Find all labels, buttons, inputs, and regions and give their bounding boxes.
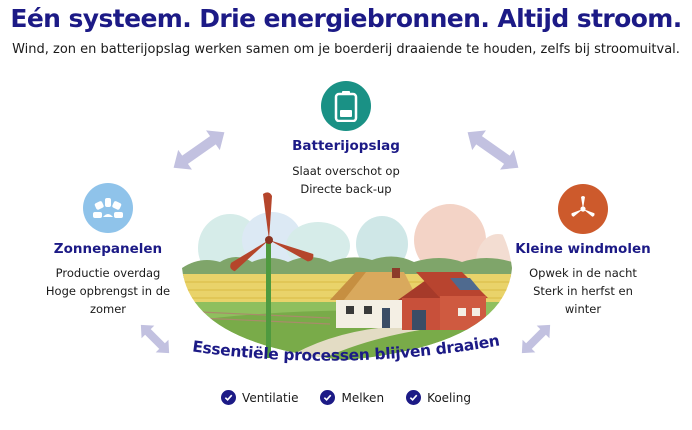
solar-line-1: Productie overdag: [55, 266, 161, 280]
process-item-milking: Melken: [320, 390, 384, 405]
process-label: Koeling: [427, 390, 471, 405]
wind-line-2: Sterk in herfst en: [533, 284, 633, 298]
arrow-solar-center-icon: [140, 324, 170, 354]
checkmark-icon: [406, 390, 422, 405]
solar-line-2: Hoge opbrengst in de: [45, 284, 171, 298]
svg-text:Essentiële processen blijven d: Essentiële processen blijven draaien: [191, 331, 501, 364]
solar-panel-icon: [83, 183, 133, 233]
battery-description: Slaat overschot op Directe back-up: [246, 162, 446, 198]
battery-line-1: Slaat overschot op: [292, 164, 400, 178]
center-banner-text: Essentiële processen blijven draaien: [191, 331, 501, 364]
process-item-cooling: Koeling: [406, 390, 471, 405]
arrow-wind-center-icon: [521, 324, 551, 354]
wind-line-3: winter: [564, 302, 602, 316]
battery-title: Batterijopslag: [292, 138, 400, 154]
wind-description: Opwek in de nacht Sterk in herfst en win…: [498, 264, 668, 318]
battery-icon: [321, 81, 371, 131]
process-list: Ventilatie Melken Koeling: [0, 390, 692, 405]
wind-turbine-icon: [558, 184, 608, 234]
solar-line-3: zomer: [89, 302, 127, 316]
arrow-solar-battery-icon: [173, 130, 225, 170]
arrow-battery-wind-icon: [467, 130, 519, 170]
wind-title: Kleine windmolen: [515, 241, 651, 257]
page-subtitle: Wind, zon en batterijopslag werken samen…: [12, 42, 680, 57]
solar-description: Productie overdag Hoge opbrengst in de z…: [23, 264, 193, 318]
process-label: Melken: [341, 390, 385, 405]
checkmark-icon: [221, 390, 237, 405]
battery-line-2: Directe back-up: [300, 182, 392, 196]
process-item-ventilation: Ventilatie: [221, 390, 298, 405]
process-label: Ventilatie: [242, 390, 299, 405]
checkmark-icon: [320, 390, 336, 405]
solar-title: Zonnepanelen: [53, 241, 163, 257]
page-title: Eén systeem. Drie energiebronnen. Altijd…: [10, 4, 682, 33]
wind-line-1: Opwek in de nacht: [529, 266, 637, 280]
